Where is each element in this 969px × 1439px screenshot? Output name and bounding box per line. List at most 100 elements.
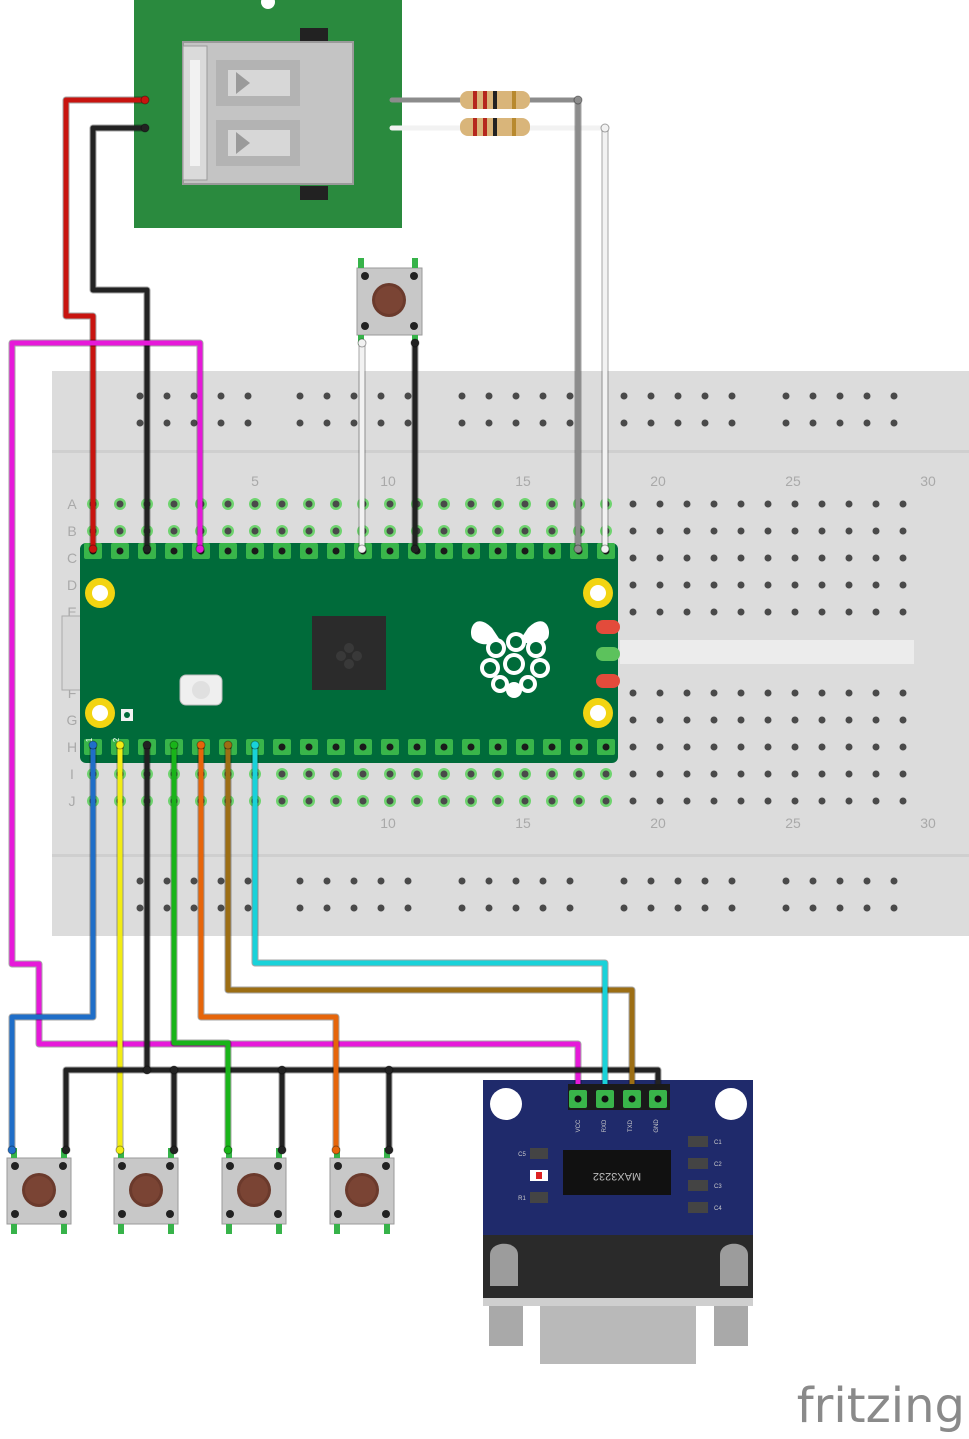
breadboard-hole	[467, 527, 475, 535]
header-pin-hole	[602, 743, 610, 751]
rail-hole	[458, 392, 466, 400]
rail-hole	[620, 419, 628, 427]
rail-hole	[244, 877, 252, 885]
breadboard-hole	[710, 500, 718, 508]
breadboard-hole	[656, 770, 664, 778]
rail-hole	[620, 392, 628, 400]
wire-black-btn3-end	[277, 1065, 287, 1075]
rail-hole	[890, 419, 898, 427]
pin-label-vcc: VCC	[576, 1119, 582, 1132]
rail-hole	[674, 877, 682, 885]
button-corner	[274, 1162, 282, 1170]
column-number: 10	[380, 473, 396, 489]
wire-gray-end	[573, 544, 583, 554]
row-letter: I	[70, 766, 74, 782]
button-leg	[226, 1224, 232, 1234]
breadboard-hole	[872, 797, 880, 805]
wire-black-button-end	[410, 338, 420, 348]
breadboard-hole	[656, 527, 664, 535]
breadboard-hole	[629, 554, 637, 562]
wire-yellow-end	[115, 740, 125, 750]
breadboard-hole	[602, 770, 610, 778]
column-number: 30	[920, 815, 936, 831]
rail-hole	[836, 419, 844, 427]
breadboard-hole	[494, 797, 502, 805]
rail-hole	[377, 904, 385, 912]
rail-hole	[701, 904, 709, 912]
rail-hole	[863, 877, 871, 885]
pin-label-1: 1	[85, 737, 94, 742]
wire-blue	[9, 742, 96, 1153]
breadboard-hole	[386, 500, 394, 508]
breadboard-hole	[737, 581, 745, 589]
breadboard-hole	[656, 716, 664, 724]
breadboard-hole	[737, 527, 745, 535]
breadboard-hole	[845, 527, 853, 535]
rail-hole	[404, 392, 412, 400]
rail-hole	[350, 904, 358, 912]
header-pin-hole	[305, 743, 313, 751]
breadboard-hole	[467, 797, 475, 805]
wire-black-btn4-end	[384, 1065, 394, 1075]
rail-hole	[890, 904, 898, 912]
rail-hole	[512, 392, 520, 400]
button-leg	[11, 1224, 17, 1234]
breadboard-hole	[764, 608, 772, 616]
rail-hole	[809, 904, 817, 912]
header-pin-hole	[548, 547, 556, 555]
breadboard-hole	[791, 689, 799, 697]
header-pin-hole	[170, 547, 178, 555]
rail-hole	[539, 877, 547, 885]
breadboard-hole	[818, 743, 826, 751]
rail-hole	[377, 392, 385, 400]
breadboard-hole	[494, 527, 502, 535]
breadboard-hole	[305, 797, 313, 805]
breadboard-hole	[791, 581, 799, 589]
raspberry-pi-pico: 1 2	[61, 543, 620, 763]
breadboard-hole	[467, 770, 475, 778]
breadboard-hole	[656, 554, 664, 562]
breadboard-hole	[251, 527, 259, 535]
rail-hole	[323, 877, 331, 885]
row-letter: B	[67, 523, 76, 539]
wire-green-end	[223, 1145, 233, 1155]
breadboard-hole	[305, 527, 313, 535]
breadboard-hole	[170, 527, 178, 535]
breadboard-hole	[386, 527, 394, 535]
push-button-top[interactable]	[356, 258, 423, 345]
wire-white-end	[600, 123, 610, 133]
header-pin-hole	[575, 743, 583, 751]
push-button-3[interactable]	[221, 1148, 287, 1234]
wire-black-gnd-bus-end	[142, 1065, 152, 1075]
breadboard-hole	[386, 797, 394, 805]
breadboard-hole	[548, 797, 556, 805]
push-button-1[interactable]	[6, 1148, 72, 1234]
rail-hole	[190, 877, 198, 885]
wire-magenta-end	[195, 544, 205, 554]
column-number: 5	[251, 473, 259, 489]
rail-hole	[350, 392, 358, 400]
breadboard-hole	[332, 500, 340, 508]
button-leg	[276, 1224, 282, 1234]
breadboard-hole	[629, 527, 637, 535]
row-letter: J	[69, 793, 76, 809]
breadboard-hole	[737, 608, 745, 616]
breadboard-hole	[683, 743, 691, 751]
rail-hole	[539, 392, 547, 400]
header-pin-hole	[521, 547, 529, 555]
rail-hole	[323, 392, 331, 400]
breadboard-hole	[710, 743, 718, 751]
rail-hole	[217, 392, 225, 400]
rail-hole	[674, 392, 682, 400]
breadboard-hole	[575, 797, 583, 805]
push-button-2[interactable]	[113, 1148, 179, 1234]
rail-hole	[782, 419, 790, 427]
breadboard-hole	[548, 770, 556, 778]
header-pin-hole	[467, 743, 475, 751]
rs232-header	[568, 1084, 670, 1110]
rail-hole	[809, 392, 817, 400]
push-button-4[interactable]	[329, 1148, 395, 1234]
rail-hole	[136, 392, 144, 400]
header-pin-hole	[332, 743, 340, 751]
breadboard-hole	[440, 770, 448, 778]
